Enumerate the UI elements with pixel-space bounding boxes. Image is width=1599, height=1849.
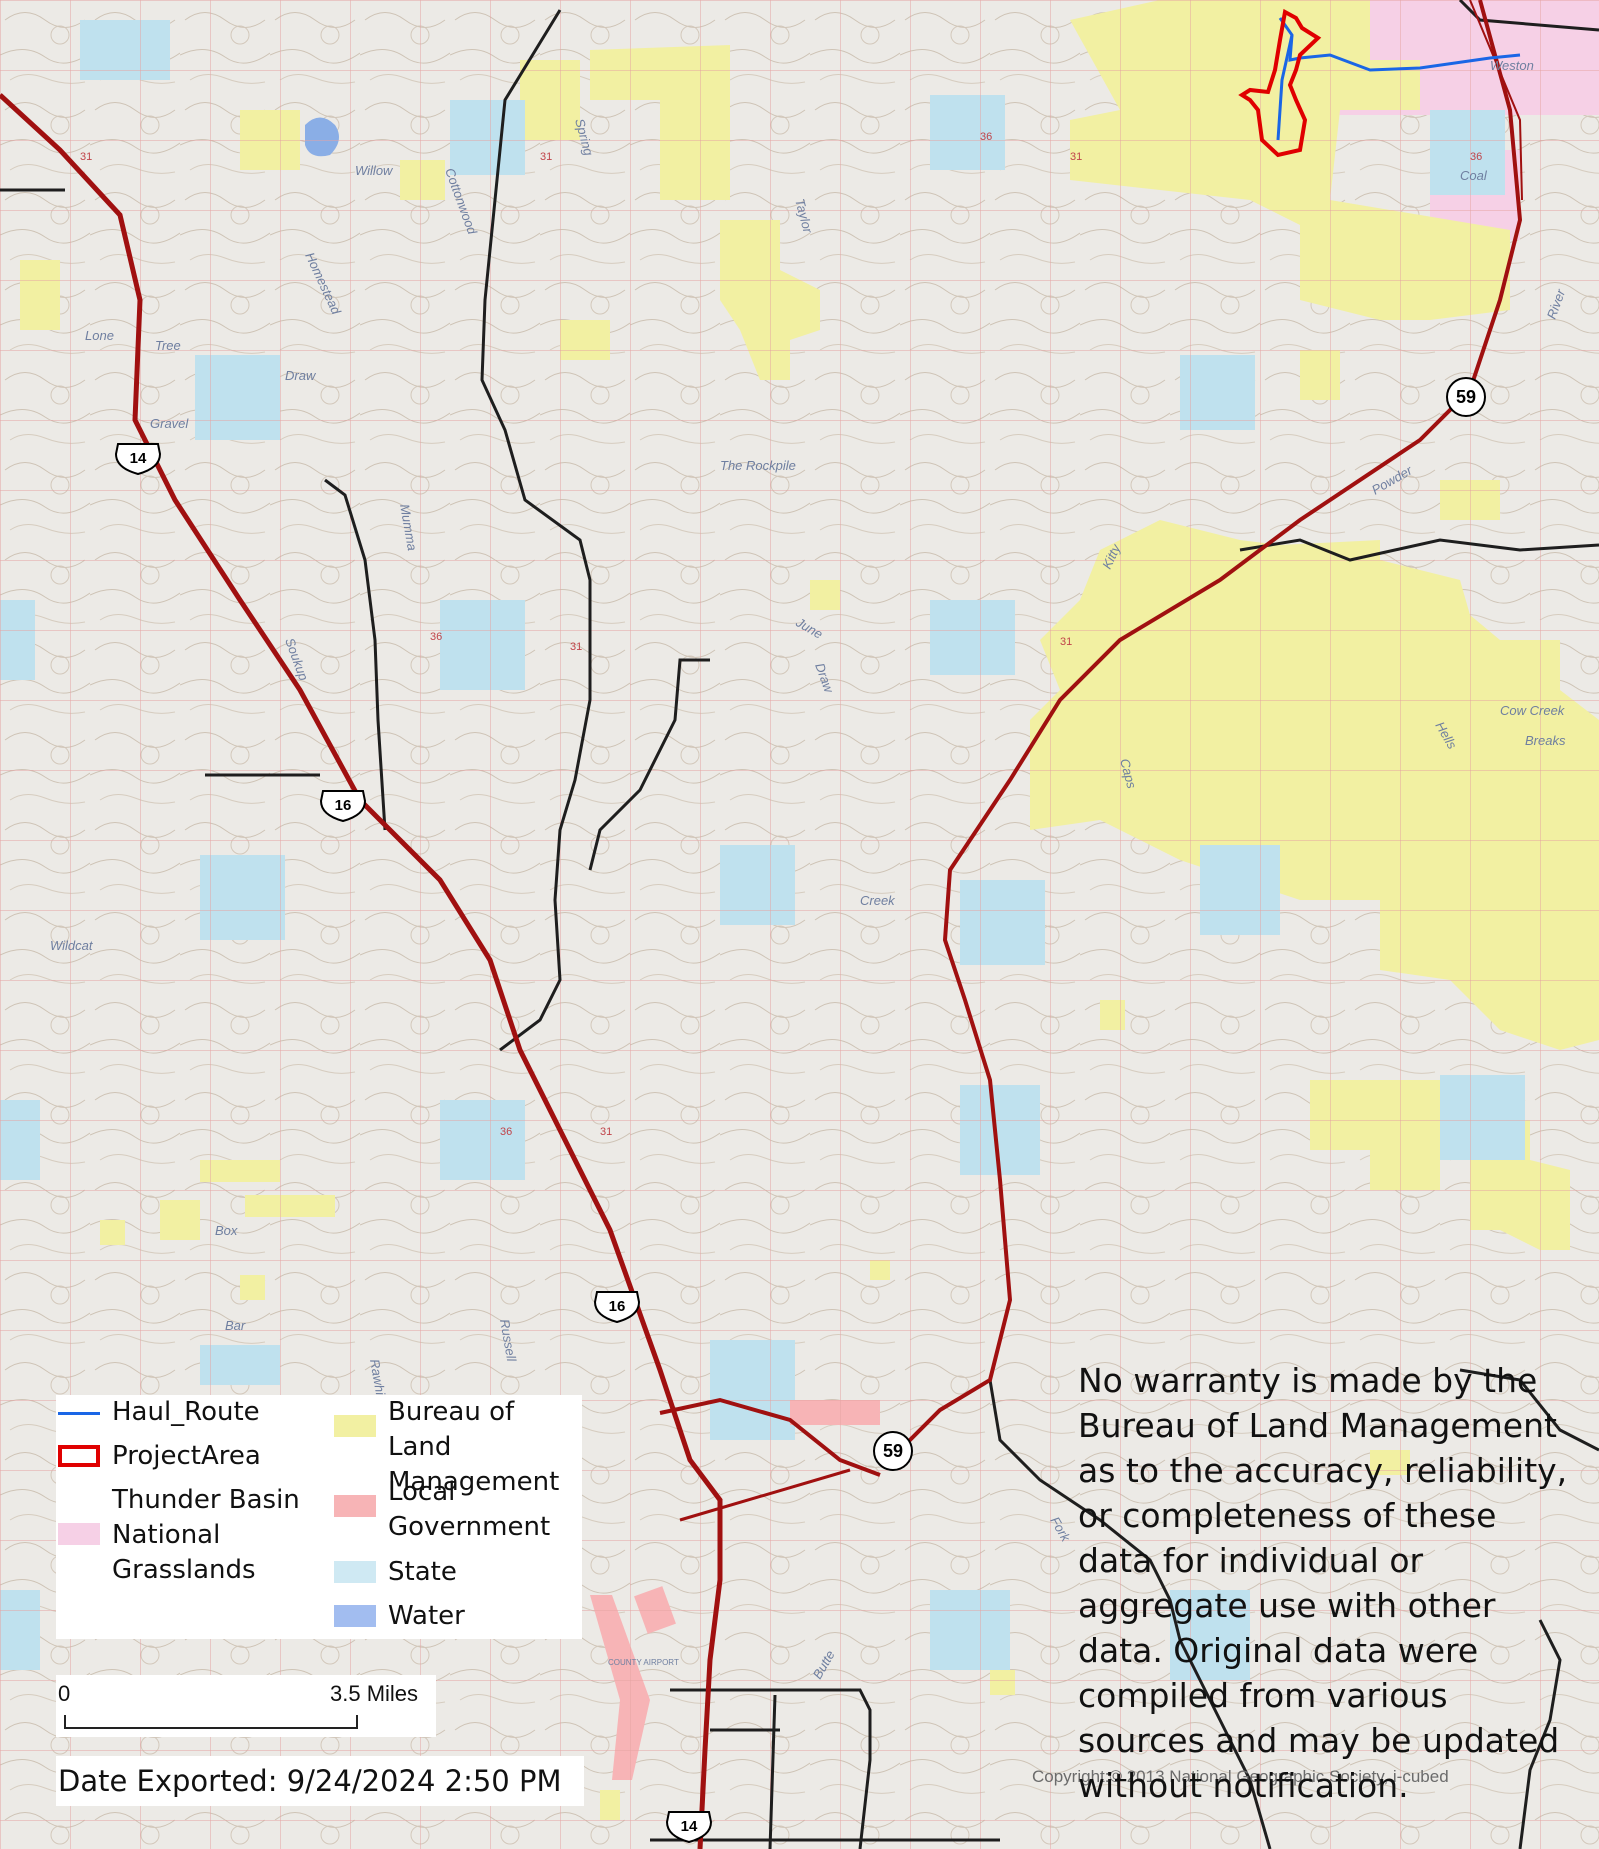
map-label-cow-creek: Cow Creek	[1500, 703, 1566, 718]
map-label-lone: Lone	[85, 328, 114, 343]
state-swatch	[334, 1561, 376, 1583]
highway-59	[659, 0, 1523, 1522]
date-exported: Date Exported: 9/24/2024 2:50 PM	[56, 1756, 584, 1806]
water-swatch	[334, 1605, 376, 1627]
map-label-rockpile: The Rockpile	[720, 458, 796, 473]
legend-label: Bureau of Land Management	[388, 1397, 560, 1497]
svg-text:31: 31	[80, 151, 92, 163]
state-59-shield-south: 59	[873, 1431, 913, 1471]
legend-label: ProjectArea	[112, 1441, 261, 1471]
svg-text:31: 31	[1060, 636, 1072, 648]
map-label-russell: Russell	[497, 1318, 519, 1364]
highway-59-north	[1469, 0, 1523, 201]
svg-text:14: 14	[130, 450, 147, 467]
section-numbers: 31 31 31 36 31 31 36 31 36 36	[80, 131, 1482, 1138]
map-label-weston: Weston	[1490, 58, 1534, 73]
legend-item-state: State	[334, 1555, 457, 1590]
map-label-box: Box	[215, 1223, 238, 1238]
legend-item-local-government: Local Government	[334, 1475, 550, 1545]
legend-item-haul-route: Haul_Route	[58, 1395, 260, 1430]
legend-item-water: Water	[334, 1599, 465, 1634]
scale-bar: 0 3.5 Miles	[56, 1675, 436, 1737]
map-label-tree: Tree	[155, 338, 181, 353]
grasslands-swatch	[58, 1523, 100, 1545]
svg-text:36: 36	[1470, 151, 1482, 163]
svg-text:36: 36	[980, 131, 992, 143]
map-label-wildcat: Wildcat	[50, 938, 94, 953]
svg-text:31: 31	[1070, 151, 1082, 163]
map-legend: Haul_Route ProjectArea Thunder Basin Nat…	[56, 1395, 582, 1639]
legend-item-project-area: ProjectArea	[58, 1439, 261, 1474]
svg-text:31: 31	[570, 641, 582, 653]
us-16-shield-south: 16	[593, 1291, 641, 1324]
state-59-shield-north: 59	[1446, 377, 1486, 417]
map-label-creek: Creek	[860, 893, 896, 908]
project-area-boundary	[1238, 8, 1322, 158]
svg-text:31: 31	[540, 151, 552, 163]
svg-text:14: 14	[681, 1818, 698, 1835]
legend-label: State	[388, 1557, 457, 1587]
svg-text:36: 36	[500, 1126, 512, 1138]
scale-bar-line	[64, 1715, 358, 1729]
local-government-swatch	[334, 1495, 376, 1517]
map-label-willow: Willow	[355, 163, 394, 178]
us-14-shield-north: 14	[114, 443, 162, 476]
disclaimer-text: No warranty is made by the Bureau of Lan…	[1078, 1361, 1568, 1805]
map-copyright: Copyright:© 2013 National Geographic Soc…	[1032, 1767, 1449, 1786]
svg-text:31: 31	[600, 1126, 612, 1138]
svg-text:16: 16	[335, 797, 352, 814]
project-area-swatch	[58, 1445, 100, 1467]
scale-end-label: 3.5 Miles	[330, 1681, 419, 1706]
svg-text:36: 36	[430, 631, 442, 643]
legend-label: Thunder Basin National Grasslands	[112, 1485, 300, 1585]
map-label-coal: Coal	[1460, 168, 1488, 183]
map-label-draw: Draw	[285, 368, 317, 383]
legend-item-blm: Bureau of Land Management	[334, 1395, 582, 1500]
svg-text:59: 59	[883, 1441, 903, 1461]
legend-item-grasslands: Thunder Basin National Grasslands	[58, 1483, 300, 1588]
haul-route-swatch	[58, 1412, 100, 1415]
svg-text:59: 59	[1456, 387, 1476, 407]
legend-label: Water	[388, 1601, 465, 1631]
highway-us14-16	[0, 93, 723, 1849]
map-label-gravel: Gravel	[150, 416, 189, 431]
us-14-shield-south: 14	[665, 1811, 713, 1844]
us-16-shield-north: 16	[319, 790, 367, 823]
blm-swatch	[334, 1415, 376, 1437]
legend-label: Local Government	[388, 1477, 551, 1542]
map-label-bar: Bar	[225, 1318, 246, 1333]
svg-text:16: 16	[609, 1298, 626, 1315]
map-label-airport: COUNTY AIRPORT	[608, 1658, 679, 1667]
haul-route-spur	[1276, 34, 1294, 141]
legend-label: Haul_Route	[112, 1397, 260, 1427]
scale-start-label: 0	[58, 1681, 71, 1706]
map-label-breaks: Breaks	[1525, 733, 1566, 748]
